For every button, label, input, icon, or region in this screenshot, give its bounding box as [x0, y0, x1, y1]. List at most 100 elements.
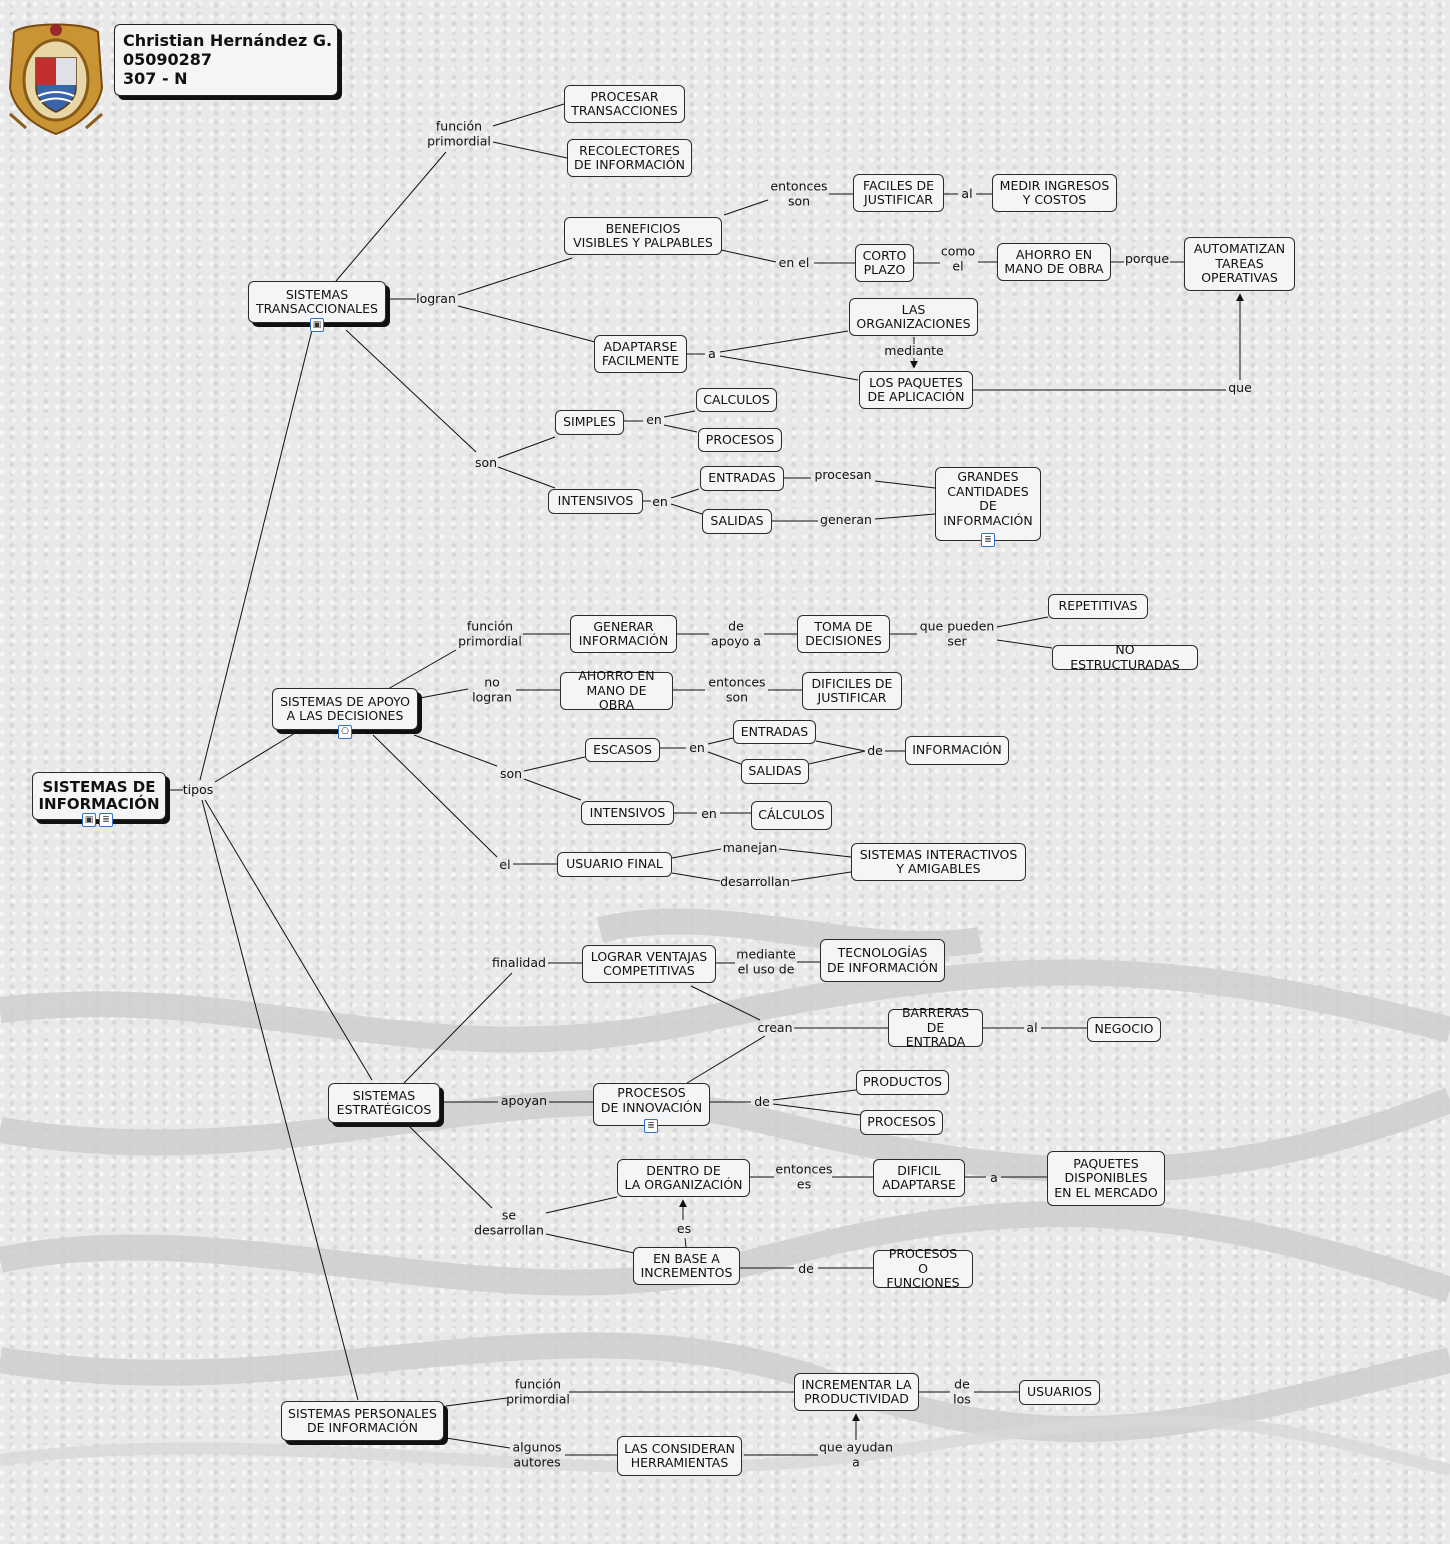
- concept-automatizan-tareas[interactable]: AUTOMATIZAN TAREAS OPERATIVAS: [1184, 237, 1295, 291]
- concept-medir-ingresos[interactable]: MEDIR INGRESOS Y COSTOS: [992, 174, 1117, 212]
- concept-lograr-ventajas[interactable]: LOGRAR VENTAJAS COMPETITIVAS: [582, 945, 716, 983]
- link-label: a: [708, 345, 716, 361]
- concept-ahorro-mano-de-obra-2[interactable]: AHORRO EN MANO DE OBRA: [560, 669, 673, 712]
- concept-faciles-de-justificar[interactable]: FACILES DE JUSTIFICAR: [853, 174, 944, 212]
- concept-productos[interactable]: PRODUCTOS: [856, 1070, 949, 1095]
- concept-las-consideran-herramientas[interactable]: LAS CONSIDERAN HERRAMIENTAS: [617, 1436, 742, 1476]
- author-code: 05090287: [123, 50, 213, 69]
- document-resource-icon[interactable]: ≣: [981, 533, 995, 547]
- concept-salidas-2[interactable]: SALIDAS: [741, 759, 809, 784]
- concept-intensivos[interactable]: INTENSIVOS: [548, 489, 643, 514]
- concept-adaptarse-facilmente[interactable]: ADAPTARSE FACILMENTE: [594, 335, 687, 373]
- link-label: son: [499, 765, 523, 781]
- image-resource-icon[interactable]: ▣: [310, 318, 324, 332]
- concept-ahorro-mano-de-obra[interactable]: AHORRO EN MANO DE OBRA: [997, 243, 1111, 281]
- concept-usuario-final[interactable]: USUARIO FINAL: [557, 852, 672, 877]
- concept-procesos-2[interactable]: PROCESOS: [860, 1110, 943, 1135]
- university-seal-logo: [8, 23, 104, 136]
- concept-procesos[interactable]: PROCESOS: [698, 428, 782, 452]
- concept-dentro-de-la-organizacion[interactable]: DENTRO DE LA ORGANIZACIÓN: [617, 1159, 750, 1197]
- link-label: tipos: [182, 781, 214, 797]
- concept-informacion[interactable]: INFORMACIÓN: [905, 736, 1009, 765]
- concept-calculos-2[interactable]: CÁLCULOS: [751, 801, 832, 830]
- link-label: es: [676, 1220, 692, 1236]
- model-resource-icon[interactable]: ⎔: [338, 725, 352, 739]
- link-label: función primordial: [427, 118, 491, 148]
- concept-incrementar-productividad[interactable]: INCREMENTAR LA PRODUCTIVIDAD: [794, 1373, 919, 1411]
- concept-calculos[interactable]: CALCULOS: [696, 388, 777, 412]
- link-label: en: [701, 805, 717, 821]
- concept-usuarios[interactable]: USUARIOS: [1019, 1380, 1100, 1405]
- author-info-box: Christian Hernández G. 05090287 307 - N: [114, 24, 338, 96]
- concept-escasos[interactable]: ESCASOS: [585, 738, 660, 762]
- link-label: apoyan: [500, 1092, 548, 1108]
- concept-negocio[interactable]: NEGOCIO: [1087, 1017, 1161, 1042]
- image-resource-icon[interactable]: ▣: [82, 813, 96, 827]
- concept-sistemas-personales[interactable]: SISTEMAS PERSONALES DE INFORMACIÓN: [281, 1401, 444, 1441]
- link-label: al: [1026, 1019, 1038, 1035]
- link-label: en el: [778, 254, 810, 270]
- concept-repetitivas[interactable]: REPETITIVAS: [1048, 594, 1148, 619]
- link-label: a: [990, 1169, 998, 1185]
- concept-paquetes-de-aplicacion[interactable]: LOS PAQUETES DE APLICACIÓN: [859, 371, 973, 409]
- link-label: manejan: [722, 839, 778, 855]
- link-label: al: [961, 185, 973, 201]
- link-label: procesan: [814, 466, 872, 482]
- concept-dificiles-de-justificar[interactable]: DIFICILES DE JUSTIFICAR: [802, 672, 902, 710]
- link-label: logran: [416, 290, 456, 306]
- link-label: de: [798, 1260, 814, 1276]
- concept-sistemas-de-apoyo[interactable]: SISTEMAS DE APOYO A LAS DECISIONES: [272, 688, 418, 730]
- link-label: en: [652, 493, 668, 509]
- link-label: de los: [953, 1376, 971, 1406]
- link-label: función primordial: [506, 1376, 570, 1406]
- author-section: 307 - N: [123, 69, 188, 88]
- link-label: crean: [757, 1019, 793, 1035]
- author-name: Christian Hernández G.: [123, 31, 333, 50]
- link-label: entonces son: [770, 178, 828, 208]
- link-label: porque: [1124, 250, 1170, 266]
- concept-recolectores-de-informacion[interactable]: RECOLECTORES DE INFORMACIÓN: [567, 139, 692, 177]
- concept-barreras-de-entrada[interactable]: BARRERAS DE ENTRADA: [888, 1006, 983, 1049]
- link-label: de: [754, 1093, 770, 1109]
- concept-toma-de-decisiones[interactable]: TOMA DE DECISIONES: [797, 615, 890, 653]
- concept-entradas[interactable]: ENTRADAS: [700, 466, 784, 491]
- concept-dificil-adaptarse[interactable]: DIFICIL ADAPTARSE: [873, 1159, 965, 1197]
- concept-corto-plazo[interactable]: CORTO PLAZO: [855, 244, 914, 282]
- concept-beneficios-visibles[interactable]: BENEFICIOS VISIBLES Y PALPABLES: [564, 217, 722, 255]
- link-label: de: [867, 742, 883, 758]
- concept-tecnologias-de-informacion[interactable]: TECNOLOGÍAS DE INFORMACIÓN: [820, 939, 945, 982]
- concept-simples[interactable]: SIMPLES: [555, 410, 624, 435]
- link-label: que: [1228, 379, 1252, 395]
- concept-generar-informacion[interactable]: GENERAR INFORMACIÓN: [570, 615, 677, 653]
- concept-intensivos-2[interactable]: INTENSIVOS: [581, 801, 674, 825]
- link-label: en: [689, 739, 705, 755]
- document-resource-icon[interactable]: ≣: [99, 813, 113, 827]
- concept-en-base-a-incrementos[interactable]: EN BASE A INCREMENTOS: [633, 1247, 740, 1285]
- link-label: no logran: [472, 674, 512, 704]
- link-label: entonces es: [775, 1161, 833, 1191]
- link-label: que ayudan a: [818, 1439, 894, 1469]
- concept-procesar-transacciones[interactable]: PROCESAR TRANSACCIONES: [564, 85, 685, 123]
- link-label: el: [499, 856, 511, 872]
- link-label: desarrollan: [720, 873, 790, 889]
- concept-procesos-o-funciones[interactable]: PROCESOS O FUNCIONES: [873, 1247, 973, 1290]
- concept-las-organizaciones[interactable]: LAS ORGANIZACIONES: [849, 298, 978, 336]
- link-label: de apoyo a: [711, 618, 761, 648]
- concept-salidas[interactable]: SALIDAS: [702, 509, 772, 534]
- concept-sistemas-de-informacion[interactable]: SISTEMAS DE INFORMACIÓN: [32, 772, 166, 820]
- concept-sistemas-transaccionales[interactable]: SISTEMAS TRANSACCIONALES: [248, 281, 386, 323]
- link-label: son: [474, 454, 498, 470]
- concept-entradas-2[interactable]: ENTRADAS: [733, 720, 816, 744]
- concept-procesos-de-innovacion[interactable]: PROCESOS DE INNOVACIÓN: [593, 1083, 710, 1126]
- concept-no-estructuradas[interactable]: NO ESTRUCTURADAS: [1052, 642, 1198, 671]
- concept-sistemas-estrategicos[interactable]: SISTEMAS ESTRATÉGICOS: [328, 1083, 440, 1123]
- link-label: mediante el uso de: [736, 946, 796, 976]
- concept-sistemas-interactivos[interactable]: SISTEMAS INTERACTIVOS Y AMIGABLES: [851, 843, 1026, 881]
- document-resource-icon[interactable]: ≣: [644, 1119, 658, 1133]
- link-label: generan: [820, 511, 872, 527]
- concept-grandes-cantidades[interactable]: GRANDES CANTIDADES DE INFORMACIÓN: [935, 467, 1041, 541]
- link-label: se desarrollan: [474, 1207, 544, 1237]
- concept-paquetes-disponibles[interactable]: PAQUETES DISPONIBLES EN EL MERCADO: [1047, 1151, 1165, 1206]
